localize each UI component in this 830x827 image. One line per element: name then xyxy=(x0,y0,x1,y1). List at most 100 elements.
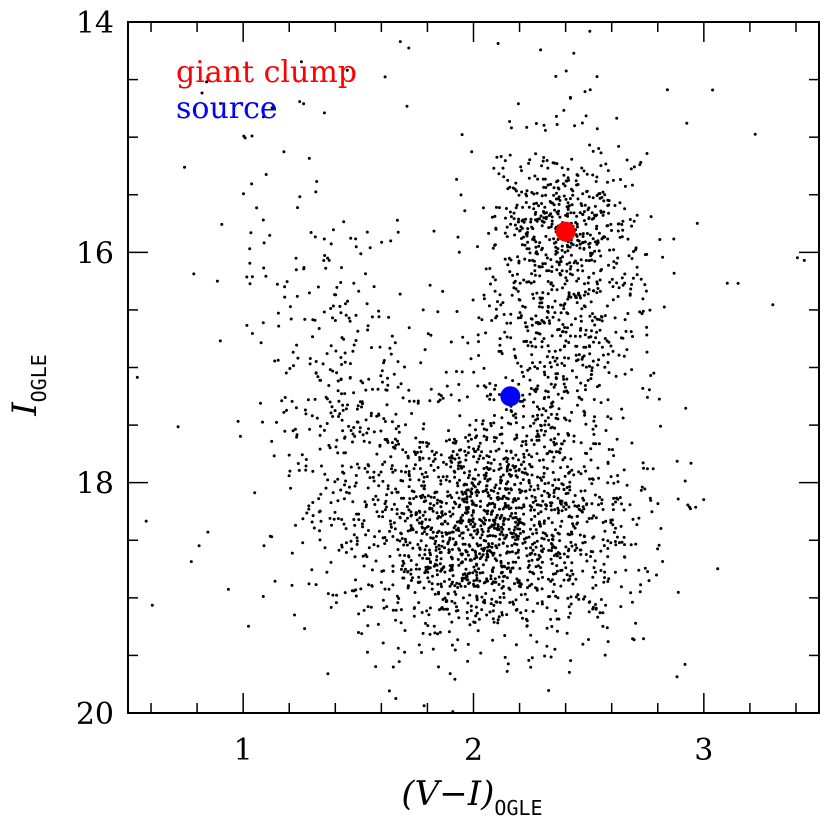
star-point xyxy=(463,490,467,494)
star-point xyxy=(493,289,497,293)
star-point xyxy=(353,484,357,488)
star-point xyxy=(489,461,493,465)
star-point xyxy=(506,497,510,501)
star-point xyxy=(443,519,447,523)
star-point xyxy=(291,429,295,433)
star-point xyxy=(408,399,411,403)
star-point xyxy=(527,535,531,539)
star-point xyxy=(505,669,509,673)
star-point xyxy=(579,381,583,385)
star-point xyxy=(598,318,601,322)
star-point xyxy=(360,522,364,526)
star-point xyxy=(568,577,572,581)
star-point xyxy=(377,514,381,518)
star-point xyxy=(549,617,553,621)
star-point xyxy=(521,616,524,620)
star-point xyxy=(506,487,510,491)
star-point xyxy=(327,443,331,447)
star-point xyxy=(607,371,611,375)
star-point xyxy=(422,586,426,590)
star-point xyxy=(518,281,522,285)
star-point xyxy=(615,261,619,265)
star-point xyxy=(510,566,514,570)
y-axis-label-sub: OGLE xyxy=(27,354,51,402)
star-point xyxy=(597,192,601,196)
star-point xyxy=(536,577,540,581)
star-point xyxy=(466,476,470,480)
star-point xyxy=(545,159,549,162)
star-point xyxy=(577,353,581,357)
star-point xyxy=(399,621,403,625)
star-point xyxy=(567,505,571,509)
star-point xyxy=(568,419,572,423)
star-point xyxy=(328,516,332,520)
star-point xyxy=(511,500,515,504)
star-point xyxy=(381,479,385,483)
star-point xyxy=(581,505,585,509)
star-point xyxy=(619,524,623,528)
star-point xyxy=(482,522,486,526)
star-point xyxy=(535,452,539,456)
star-point xyxy=(376,498,380,502)
star-point xyxy=(572,434,576,438)
star-point xyxy=(549,225,553,229)
star-point xyxy=(535,291,539,295)
star-point xyxy=(584,365,588,369)
star-point xyxy=(322,111,326,115)
star-point xyxy=(518,491,522,495)
star-point xyxy=(522,522,526,526)
star-point xyxy=(303,408,307,412)
star-point xyxy=(599,598,603,601)
star-point xyxy=(483,477,487,480)
star-point xyxy=(457,529,461,533)
star-point xyxy=(448,672,452,676)
star-point xyxy=(362,608,366,612)
star-point xyxy=(322,428,326,432)
star-point xyxy=(339,378,343,382)
star-point xyxy=(601,611,605,615)
star-point xyxy=(421,556,425,560)
star-point xyxy=(542,156,546,159)
star-point xyxy=(523,592,527,596)
star-point xyxy=(529,518,533,521)
star-point xyxy=(566,596,570,600)
star-point xyxy=(386,441,390,444)
star-point xyxy=(519,481,523,485)
star-point xyxy=(603,314,607,318)
star-point xyxy=(399,608,403,612)
star-point xyxy=(631,637,635,641)
star-point xyxy=(567,605,571,609)
star-point xyxy=(584,388,587,392)
star-point xyxy=(354,245,358,249)
star-point xyxy=(525,434,529,438)
star-point xyxy=(485,436,489,439)
star-point xyxy=(401,564,404,568)
star-point xyxy=(365,230,369,234)
star-point xyxy=(456,609,460,612)
star-point xyxy=(530,353,534,357)
star-point xyxy=(639,488,643,492)
star-point xyxy=(464,436,468,439)
star-point xyxy=(366,605,370,609)
star-point xyxy=(548,595,552,598)
star-point xyxy=(384,499,388,503)
star-point xyxy=(478,480,482,484)
star-point xyxy=(283,285,287,289)
star-point xyxy=(432,503,436,507)
star-point xyxy=(657,397,661,401)
star-point xyxy=(381,380,384,384)
star-point xyxy=(603,337,607,340)
star-point xyxy=(600,502,604,505)
star-point xyxy=(366,324,370,328)
star-point xyxy=(645,333,649,337)
star-point xyxy=(647,579,651,583)
star-point xyxy=(531,292,535,296)
star-point xyxy=(467,582,470,586)
star-point xyxy=(505,335,509,339)
star-point xyxy=(546,416,550,420)
star-point xyxy=(403,537,407,541)
star-point xyxy=(566,214,570,218)
star-point xyxy=(587,638,590,641)
star-point xyxy=(550,219,554,223)
star-point xyxy=(264,274,268,278)
